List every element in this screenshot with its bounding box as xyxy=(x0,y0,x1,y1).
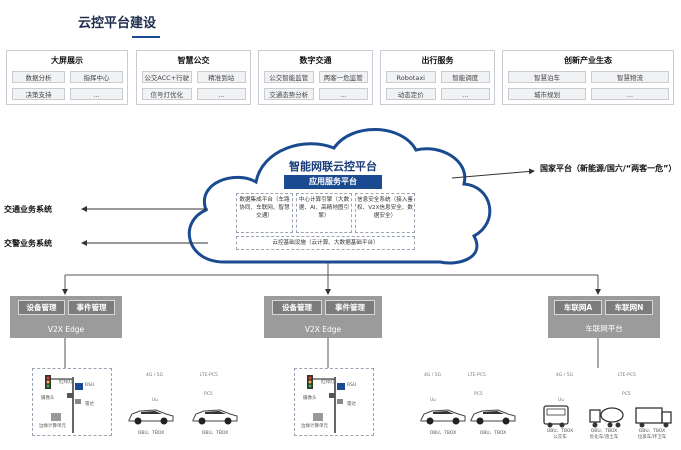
pole-label-radar: 雷达 xyxy=(347,402,356,407)
pole-label-rsu: RSU xyxy=(85,383,95,388)
pc5-label: PC5 xyxy=(474,392,483,397)
app-panel-title: 智慧公交 xyxy=(177,56,210,65)
police-business-system: 交警业务系统 xyxy=(4,239,52,248)
app-chip[interactable]: 智能调度 xyxy=(440,71,490,83)
app-chip[interactable]: 公交智能监管 xyxy=(264,71,314,83)
cloud-title: 智能网联云控平台 xyxy=(289,160,377,173)
app-panel: 创新产业生态智慧泊车智慧物流城市规划... xyxy=(502,50,674,105)
pc5-label: PC5 xyxy=(622,392,631,397)
app-chip[interactable]: 公交ACC+行驶 xyxy=(142,71,192,83)
data-integration-box: 数据集成平台（车路协同、车联网、智慧交通） xyxy=(236,193,293,233)
cloud-subtitle: 应用服务平台 xyxy=(284,175,382,189)
pc5-label: PC5 xyxy=(204,392,213,397)
telematics-platform-panel: 车联网A 车联网N 车联网平台 xyxy=(548,296,660,338)
car-icon xyxy=(420,409,466,425)
obu-label: OBU、TBOX xyxy=(479,431,507,436)
pole-label-light: 红绿灯 xyxy=(59,380,73,385)
car-icon xyxy=(128,409,174,425)
pole-label-camera: 摄像头 xyxy=(41,396,55,401)
car-icon xyxy=(470,409,516,425)
pole-label-mec: 边缘计算单元 xyxy=(39,424,66,429)
network-label-lte: LTE-PC5 xyxy=(468,373,486,378)
cloud-infra-box: 云控基础设施（云计算、大数据基础平台） xyxy=(236,236,415,250)
app-panel-title: 数字交通 xyxy=(299,56,332,65)
traffic-pole-icon xyxy=(307,375,345,433)
pole-label-light: 红绿灯 xyxy=(321,380,335,385)
telematics-n-button[interactable]: 车联网N xyxy=(605,300,653,315)
pole-label-camera: 摄像头 xyxy=(303,396,317,401)
event-management-button[interactable]: 事件管理 xyxy=(325,300,375,315)
network-label-4g: 4G / 5G xyxy=(424,373,442,378)
app-panel: 数字交通公交智能监管两客一危监管交通态势分析... xyxy=(258,50,373,105)
car: OBU、TBOX xyxy=(126,404,176,436)
app-chip[interactable]: 智慧泊车 xyxy=(508,71,586,83)
car: OBU、TBOX xyxy=(190,404,240,436)
app-panel: 出行服务 Robotaxi 智能调度动态定价... xyxy=(380,50,495,105)
app-chip[interactable]: 智慧物流 xyxy=(591,71,669,83)
app-chip[interactable]: ... xyxy=(440,88,490,100)
event-management-button[interactable]: 事件管理 xyxy=(68,300,115,315)
traffic-business-system: 交通业务系统 xyxy=(4,205,52,214)
device-management-button[interactable]: 设备管理 xyxy=(272,300,322,315)
network-label-lte: LTE-PC5 xyxy=(200,373,218,378)
app-chip[interactable]: ... xyxy=(196,88,246,100)
telematics-a-button[interactable]: 车联网A xyxy=(554,300,602,315)
roadside-unit-box-1: 红绿灯 RSU 摄像头 雷达 边缘计算单元 xyxy=(32,368,112,436)
app-chip[interactable]: 数据分析 xyxy=(12,71,65,83)
app-chip[interactable]: Robotaxi xyxy=(386,71,436,83)
uu-label: Uu xyxy=(152,398,159,403)
app-chip[interactable]: 指挥中心 xyxy=(70,71,123,83)
mixer-truck-icon xyxy=(589,407,624,428)
obu-label: OBU、TBOX xyxy=(201,431,229,436)
car: OBU、TBOX xyxy=(468,404,518,436)
app-chip[interactable]: ... xyxy=(70,88,123,100)
pole-label-mec: 边缘计算单元 xyxy=(301,424,328,429)
security-system-box: 信息安全系统（接入鉴权、V2X信息安全、数据安全） xyxy=(355,193,415,233)
app-panel-title: 创新产业生态 xyxy=(564,56,612,65)
uu-label: Uu xyxy=(558,398,565,403)
app-chip[interactable]: 动态定价 xyxy=(386,88,436,100)
edge-label: 车联网平台 xyxy=(585,324,623,333)
title-underline xyxy=(132,36,160,38)
app-panel: 智慧公交公交ACC+行驶精准到站信号灯优化... xyxy=(136,50,251,105)
v2x-edge-panel-2: 设备管理 事件管理 V2X Edge xyxy=(264,296,382,338)
garbage-truck-icon xyxy=(635,407,672,428)
obu-label: OBU、TBOX xyxy=(429,431,457,436)
commercial-vehicles xyxy=(543,405,672,428)
pole-label-rsu: RSU xyxy=(347,383,357,388)
app-chip[interactable]: 城市规划 xyxy=(508,88,586,100)
network-label-4g: 4G / 5G xyxy=(146,373,164,378)
network-label-4g: 4G / 5G xyxy=(556,373,574,378)
page-title: 云控平台建设 xyxy=(78,16,157,31)
app-panel-title: 出行服务 xyxy=(421,56,454,65)
app-chip[interactable]: 精准到站 xyxy=(196,71,246,83)
app-chip[interactable]: 决策支持 xyxy=(12,88,65,100)
app-chip[interactable]: ... xyxy=(591,88,669,100)
traffic-pole-icon xyxy=(45,375,83,433)
app-panel: 大屏展示数据分析指挥中心决策支持... xyxy=(6,50,128,105)
v2x-edge-panel-1: 设备管理 事件管理 V2X Edge xyxy=(10,296,122,338)
device-management-button[interactable]: 设备管理 xyxy=(18,300,65,315)
national-platform: 国家平台（新能源/国六/“两客一危”） xyxy=(540,164,677,173)
pole-label-radar: 雷达 xyxy=(85,402,94,407)
network-label-lte: LTE-PC5 xyxy=(618,373,636,378)
app-chip[interactable]: ... xyxy=(318,88,368,100)
uu-label: Uu xyxy=(430,398,437,403)
app-panel-title: 大屏展示 xyxy=(51,56,83,65)
app-chip[interactable]: 信号灯优化 xyxy=(142,88,192,100)
edge-label: V2X Edge xyxy=(47,325,85,334)
roadside-unit-box-2: 红绿灯 RSU 摄像头 雷达 边缘计算单元 xyxy=(294,368,374,436)
obu-label: OBU、TBOX xyxy=(137,431,165,436)
app-chip[interactable]: 交通态势分析 xyxy=(264,88,314,100)
car: OBU、TBOX xyxy=(418,404,468,436)
compute-engine-box: 中心计算引擎（大数据、AI、高精地图引擎） xyxy=(296,193,352,233)
car-icon xyxy=(192,409,238,425)
app-chip[interactable]: 两客一危监管 xyxy=(318,71,368,83)
edge-label: V2X Edge xyxy=(304,325,342,334)
bus-icon xyxy=(543,405,569,428)
